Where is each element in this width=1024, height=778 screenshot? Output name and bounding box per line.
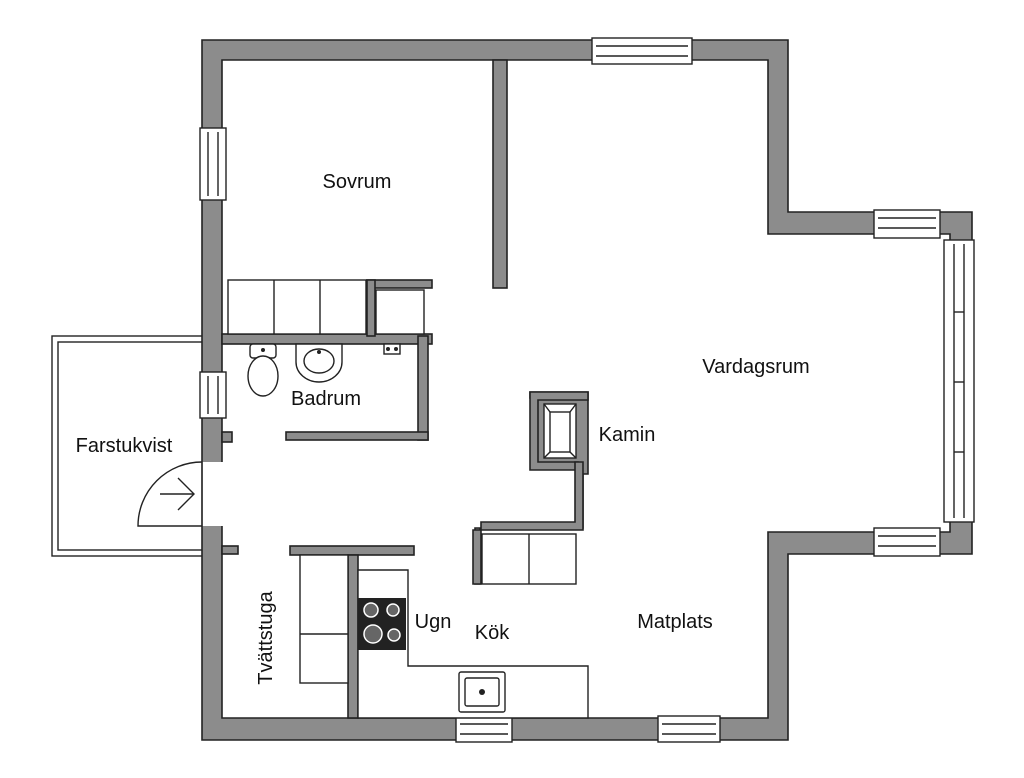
fireplace-surround [529, 391, 589, 471]
window-bay-east [943, 239, 975, 523]
entry-stub-top [221, 431, 233, 443]
bedroom-divider-wall [492, 59, 508, 289]
window-kitchen-south [455, 715, 513, 743]
shower-tap-icon [383, 343, 401, 355]
room-label-ugn: Ugn [415, 611, 452, 633]
window-bedroom-west [199, 127, 227, 201]
room-label-matplats: Matplats [637, 611, 713, 633]
window-bay-top [873, 209, 941, 239]
bathroom-east-wall [417, 335, 429, 441]
entrance-door [137, 461, 226, 527]
fireplace-icon [543, 403, 577, 459]
window-bathroom-west [199, 371, 227, 419]
sofa [481, 533, 577, 585]
kitchen-counter [357, 569, 589, 719]
sofa-wall [472, 461, 584, 585]
washbasin-icon [295, 343, 343, 383]
laundry-east-wall [347, 554, 359, 719]
wardrobes [227, 279, 425, 335]
room-label-kamin: Kamin [599, 424, 656, 446]
closet-side-wall [366, 279, 376, 337]
window-top [591, 37, 693, 65]
porch [51, 335, 205, 557]
room-label-tvattstuga: Tvättstuga [255, 590, 277, 684]
bathroom-south-wall [285, 431, 429, 441]
closet-top-wall [366, 279, 433, 289]
entry-stub-bottom [221, 545, 239, 555]
closet-wall [221, 333, 433, 345]
stove-icon [358, 598, 406, 650]
room-label-sovrum: Sovrum [323, 171, 392, 193]
window-bay-bottom [873, 527, 941, 557]
room-label-badrum: Badrum [291, 388, 361, 410]
toilet-icon [247, 343, 279, 397]
room-label-vardagsrum: Vardagsrum [702, 356, 809, 378]
laundry-top-wall [289, 545, 415, 556]
room-label-farstukvist: Farstukvist [76, 435, 173, 457]
arrow-right-icon [160, 477, 195, 511]
windows [199, 37, 975, 743]
sink-icon [458, 671, 506, 713]
window-dining-south [657, 715, 721, 743]
laundry-machines [299, 554, 349, 684]
room-label-kok: Kök [475, 622, 510, 644]
